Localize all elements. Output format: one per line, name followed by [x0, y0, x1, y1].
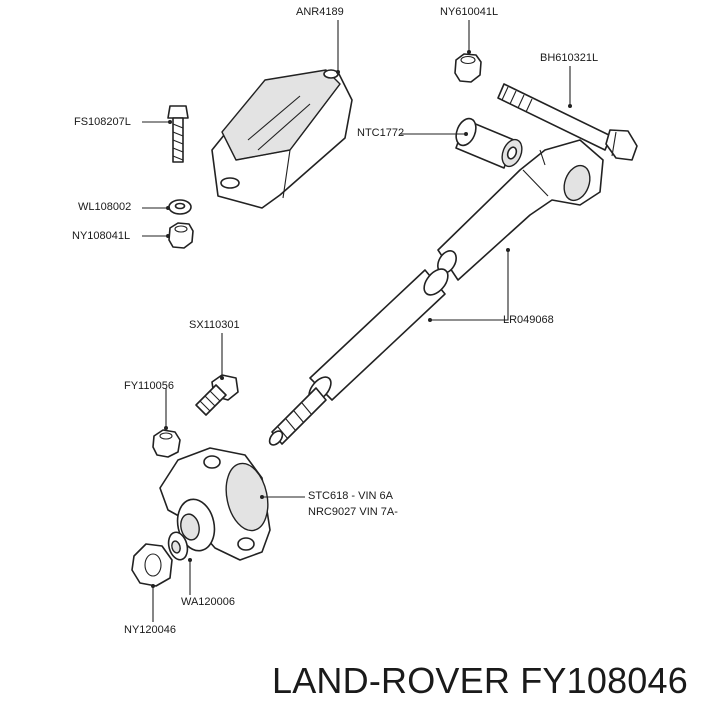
label-ny120046: NY120046	[124, 624, 176, 636]
leader-lines	[142, 20, 571, 622]
mounting-bracket-part	[211, 69, 353, 209]
nut-ny610041l-part	[454, 53, 482, 83]
bolt-bh610321l-part	[497, 83, 638, 161]
label-anr4189: ANR4189	[296, 6, 344, 18]
label-lr049068: LR049068	[503, 314, 554, 326]
label-ny108041l: NY108041L	[72, 230, 131, 242]
label-ntc1772: NTC1772	[357, 127, 405, 139]
label-nrc9027: NRC9027 VIN 7A-	[308, 506, 398, 518]
label-bh610321l: BH610321L	[540, 52, 599, 64]
bolt-sx110301-part	[195, 374, 239, 416]
washer-wa120006-part	[167, 531, 189, 561]
label-ny610041l: NY610041L	[440, 6, 499, 18]
brand-part-number-caption: LAND-ROVER FY108046	[272, 660, 688, 701]
label-fs108207l: FS108207L	[74, 116, 131, 128]
label-fy110056: FY110056	[124, 380, 174, 392]
bolt-fs108207l-part	[167, 105, 189, 163]
leader-dots	[151, 50, 572, 588]
label-wa120006: WA120006	[181, 596, 236, 608]
bush-housing-stc618-part	[159, 447, 271, 561]
nut-fy110056-part	[152, 429, 181, 458]
washer-wl108002-part	[168, 199, 192, 215]
label-stc618: STC618 - VIN 6A	[308, 490, 393, 502]
nut-ny120046-part	[131, 543, 173, 587]
bush-ntc1772-part	[455, 117, 523, 169]
label-wl108002: WL108002	[78, 201, 132, 213]
label-sx110301: SX110301	[189, 319, 240, 331]
nut-ny108041l-part	[168, 222, 194, 249]
radius-arm-lr049068-part	[437, 139, 604, 281]
radius-arm-tube-part	[268, 268, 449, 446]
